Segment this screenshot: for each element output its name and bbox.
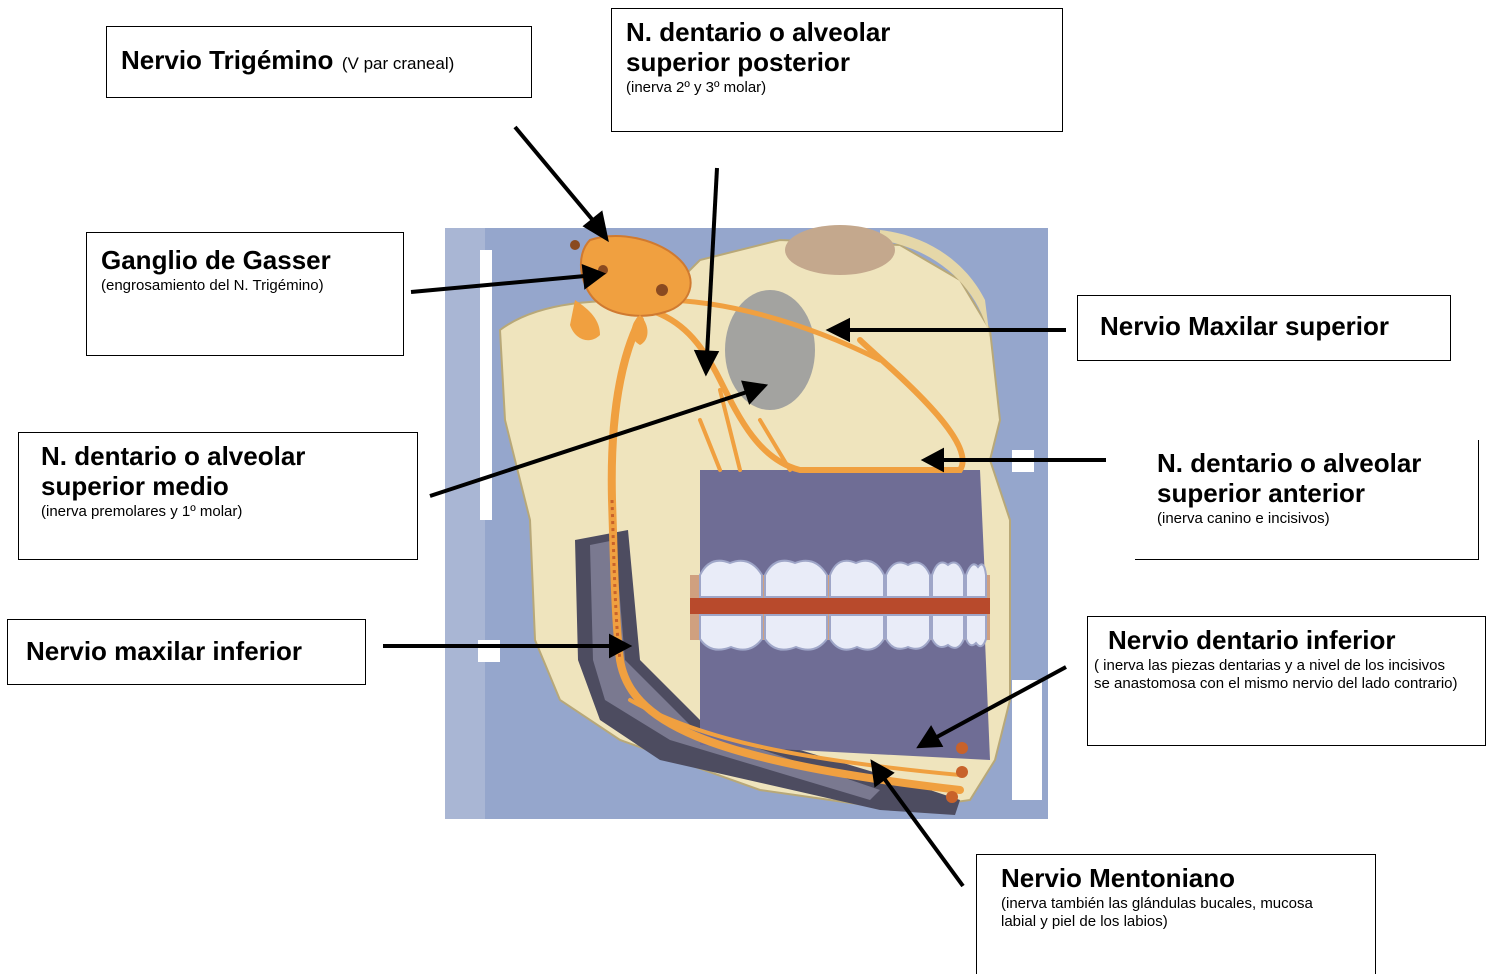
label-description: (inerva también las glándulas bucales, m… [1001, 895, 1331, 931]
label-title: Nervio maxilar inferior [26, 636, 351, 666]
label-alveolar-superior-posterior: N. dentario o alveolar superior posterio… [611, 8, 1063, 132]
label-description: ( inerva las piezas dentarias y a nivel … [1094, 657, 1464, 693]
label-description: (V par craneal) [342, 54, 454, 73]
label-title: Nervio Mentoniano [1001, 863, 1361, 893]
label-title: Nervio Maxilar superior [1100, 311, 1436, 341]
label-title: N. dentario o alveolar superior anterior [1157, 448, 1464, 508]
label-description: (inerva canino e incisivos) [1157, 510, 1464, 528]
label-title: Ganglio de Gasser [101, 245, 389, 275]
label-title: Nervio Trigémino [121, 45, 333, 75]
label-title: N. dentario o alveolar superior posterio… [626, 17, 956, 77]
jaw-illustration [445, 225, 1048, 819]
label-description: (inerva 2º y 3º molar) [626, 79, 1048, 97]
label-alveolar-superior-medio: N. dentario o alveolar superior medio (i… [18, 432, 418, 560]
label-nervio-dentario-inferior: Nervio dentario inferior ( inerva las pi… [1087, 616, 1486, 746]
label-ganglio-gasser: Ganglio de Gasser (engrosamiento del N. … [86, 232, 404, 356]
label-title: Nervio dentario inferior [1108, 625, 1475, 655]
label-title: N. dentario o alveolar superior medio [41, 441, 371, 501]
label-description: (inerva premolares y 1º molar) [41, 503, 403, 521]
label-description: (engrosamiento del N. Trigémino) [101, 277, 331, 295]
label-nervio-maxilar-inferior: Nervio maxilar inferior [7, 619, 366, 685]
label-nervio-maxilar-superior: Nervio Maxilar superior [1077, 295, 1451, 361]
label-alveolar-superior-anterior: N. dentario o alveolar superior anterior… [1135, 440, 1479, 560]
label-nervio-mentoniano: Nervio Mentoniano (inerva también las gl… [976, 854, 1376, 974]
label-nervio-trigemino: Nervio Trigémino (V par craneal) [106, 26, 532, 98]
